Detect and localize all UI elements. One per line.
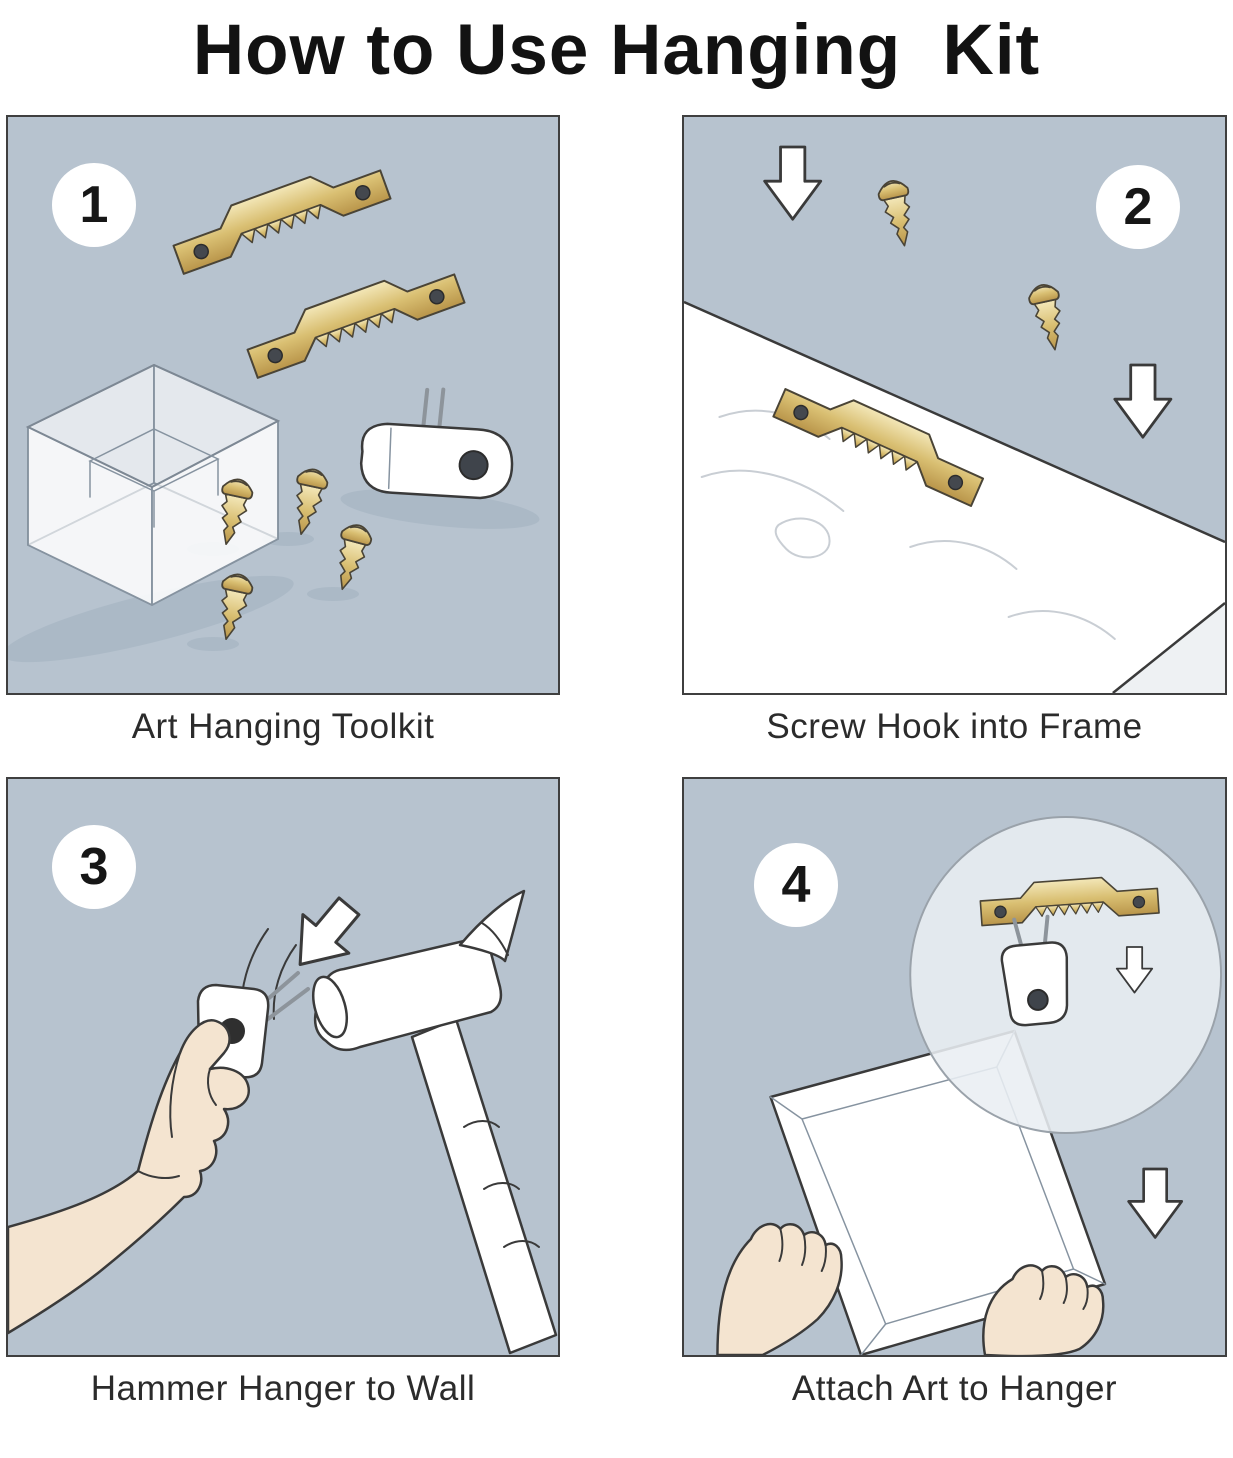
hammer-claw xyxy=(458,889,526,963)
step-number-badge: 2 xyxy=(1096,165,1180,249)
step-4-panel: 4 xyxy=(682,777,1227,1357)
page-title: How to Use Hanging Kit xyxy=(192,11,1041,90)
step-3: 3 xyxy=(6,777,560,1409)
step-2-panel: 2 xyxy=(682,115,1227,695)
step-number-badge: 3 xyxy=(52,825,136,909)
step-4: 4 xyxy=(682,777,1227,1409)
wall-hook xyxy=(1000,914,1069,1027)
step-1: 1 xyxy=(6,115,560,747)
hook-hole xyxy=(458,450,489,481)
step-2-illustration xyxy=(684,145,1225,693)
step-number-badge: 4 xyxy=(754,843,838,927)
sawtooth-hanger xyxy=(166,152,392,275)
step-4-caption: Attach Art to Hanger xyxy=(791,1369,1118,1408)
hook-shadow xyxy=(340,489,540,529)
step-1-caption: Art Hanging Toolkit xyxy=(131,707,435,746)
step-3-panel: 3 xyxy=(6,777,560,1357)
step-3-caption: Hammer Hanger to Wall xyxy=(90,1369,476,1408)
step-number: 3 xyxy=(79,838,109,896)
screw xyxy=(326,520,375,595)
down-arrow-icon xyxy=(763,145,823,221)
step-number: 2 xyxy=(1123,178,1153,236)
hammer-face xyxy=(311,975,349,1039)
step-1-illustration xyxy=(8,152,540,663)
screw-shadow xyxy=(307,587,359,601)
screw xyxy=(285,465,331,539)
hand xyxy=(716,1222,843,1355)
hammer-handle xyxy=(410,1017,558,1355)
box-shadow xyxy=(8,575,294,663)
hand xyxy=(982,1264,1105,1355)
screw xyxy=(1025,281,1071,354)
storage-box xyxy=(25,363,281,606)
steps-grid: 1 xyxy=(0,115,1233,1409)
down-arrow-icon xyxy=(1113,363,1173,439)
step-2-caption: Screw Hook into Frame xyxy=(766,707,1143,746)
hook-hole xyxy=(1027,988,1049,1011)
hand xyxy=(8,1019,251,1335)
down-arrow-icon xyxy=(1127,1167,1184,1239)
hammer xyxy=(240,889,558,1355)
step-number: 1 xyxy=(79,176,109,234)
sawtooth-hanger xyxy=(240,256,466,379)
step-number-badge: 1 xyxy=(52,163,136,247)
screw xyxy=(875,177,921,250)
wall-hook xyxy=(359,387,514,500)
step-3-illustration xyxy=(8,885,558,1355)
step-4-illustration xyxy=(716,816,1223,1355)
step-2: 2 xyxy=(682,115,1227,747)
step-1-panel: 1 xyxy=(6,115,560,695)
step-number: 4 xyxy=(781,856,811,914)
screw-shadow xyxy=(187,637,239,651)
